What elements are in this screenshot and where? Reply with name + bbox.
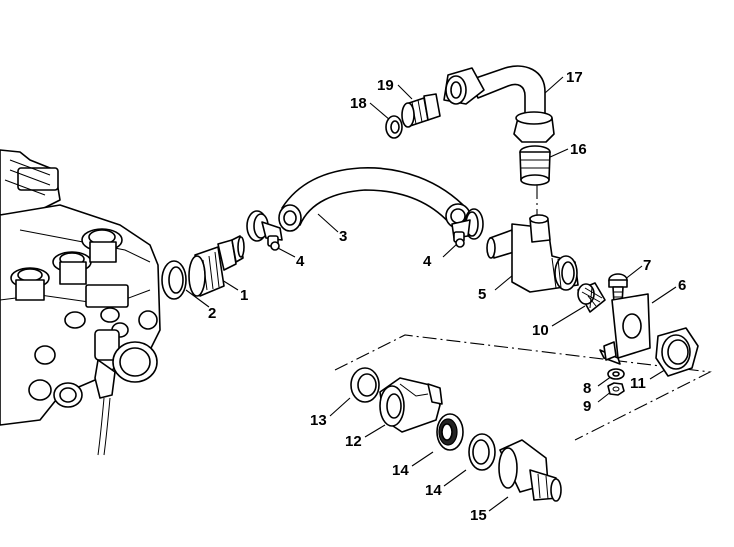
part-10-filter-screen <box>577 282 606 313</box>
callout-14-lower: 14 <box>425 482 442 499</box>
callout-14-upper: 14 <box>392 462 409 479</box>
callout-6: 6 <box>678 277 686 294</box>
callout-labels: 1 2 3 4 4 5 6 7 8 9 10 11 12 13 14 14 15… <box>208 69 686 524</box>
part-5-tee-fitting <box>486 214 579 293</box>
part-16-nipple <box>519 145 551 186</box>
part-11-nut <box>655 327 699 377</box>
callout-2: 2 <box>208 305 216 322</box>
part-12-quick-coupler <box>379 377 443 433</box>
callout-5: 5 <box>478 286 486 303</box>
part-18-washer <box>385 115 403 139</box>
callout-4-left: 4 <box>296 253 305 270</box>
part-15-plug <box>498 439 562 502</box>
callout-12: 12 <box>345 433 362 450</box>
part-9-nut <box>607 382 625 396</box>
part-13-o-ring <box>350 367 380 403</box>
part-17-bent-pipe <box>443 65 555 143</box>
part-1-hose-fitting <box>188 235 245 297</box>
callout-13: 13 <box>310 412 327 429</box>
callout-19: 19 <box>377 77 394 94</box>
callout-11: 11 <box>630 375 646 392</box>
part-14-ring-lower <box>468 433 496 471</box>
part-6-bracket <box>599 293 651 365</box>
part-4-hose-clamp-right <box>451 208 484 248</box>
leader-lines <box>185 76 677 512</box>
callout-18: 18 <box>350 95 367 112</box>
pump-head <box>0 149 161 456</box>
callout-7: 7 <box>643 257 651 274</box>
callout-15: 15 <box>470 507 487 524</box>
callout-8: 8 <box>583 380 591 397</box>
callout-1: 1 <box>240 287 248 304</box>
part-8-washer <box>607 368 625 380</box>
callout-3: 3 <box>339 228 347 245</box>
part-3-hose <box>278 167 471 232</box>
part-4-hose-clamp-left <box>246 210 283 251</box>
callout-17: 17 <box>566 69 583 86</box>
callout-9: 9 <box>583 398 591 415</box>
callout-10: 10 <box>532 322 549 339</box>
kit-boundary-line <box>334 334 712 441</box>
callout-4-right: 4 <box>423 253 432 270</box>
part-2-seal-ring <box>161 260 187 300</box>
part-19-fitting <box>401 93 441 128</box>
callout-16: 16 <box>570 141 587 158</box>
part-14-ring-upper <box>436 413 464 451</box>
